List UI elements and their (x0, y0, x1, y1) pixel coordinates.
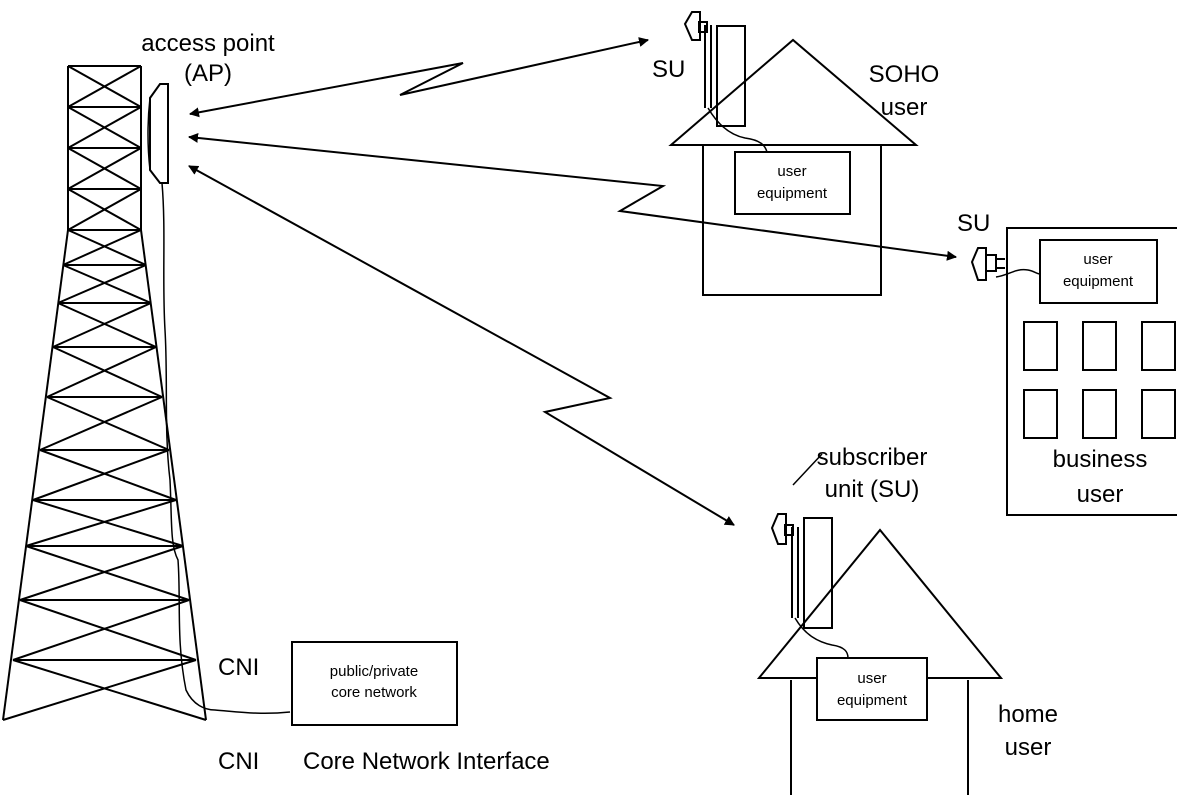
business-equipment-label-line2: equipment (1063, 273, 1134, 290)
core-network-label-line2: core network (331, 684, 417, 701)
business-user-label-line2: user (1077, 481, 1124, 508)
core-network-label-line1: public/private (330, 663, 418, 680)
legend-text: Core Network Interface (303, 748, 550, 775)
business-equipment-label-line1: user (1083, 251, 1112, 268)
business-user-label-line1: business (1053, 446, 1148, 473)
business-su-label: SU (957, 210, 990, 237)
home-equipment-label-line1: user (857, 670, 886, 687)
soho-user-label-line2: user (881, 94, 928, 121)
wireless-link-home (188, 165, 735, 526)
tower (2, 65, 207, 721)
soho-user-label-line1: SOHO (869, 61, 940, 88)
subscriber-unit-label-line2: unit (SU) (825, 476, 920, 503)
soho-equipment-label-line1: user (777, 163, 806, 180)
business-cable (995, 268, 1041, 278)
soho-equipment-label-line2: equipment (757, 185, 828, 202)
tower-cable (161, 182, 291, 715)
core-network-box: public/private core network (291, 641, 458, 726)
home-user-label-line2: user (1005, 734, 1052, 761)
wireless-link-soho (189, 37, 649, 118)
access-point-label-line2: (AP) (184, 60, 232, 87)
home-house: user equipment (756, 517, 1004, 795)
cni-label: CNI (218, 654, 259, 681)
home-equipment-label-line2: equipment (837, 692, 908, 709)
subscriber-leader-line (792, 453, 823, 486)
soho-su-label: SU (652, 56, 685, 83)
business-su-antenna-icon (970, 247, 1005, 281)
home-cable (794, 617, 849, 659)
home-su-antenna-icon (770, 513, 799, 618)
soho-su-antenna-icon (683, 11, 712, 108)
subscriber-unit-label-line1: subscriber (817, 444, 928, 471)
access-point-label-line1: access point (141, 30, 275, 57)
home-user-label-line1: home (998, 701, 1058, 728)
business-building: user equipment (1006, 227, 1177, 516)
access-point-antenna-icon (147, 83, 169, 184)
legend-abbrev: CNI (218, 748, 259, 775)
